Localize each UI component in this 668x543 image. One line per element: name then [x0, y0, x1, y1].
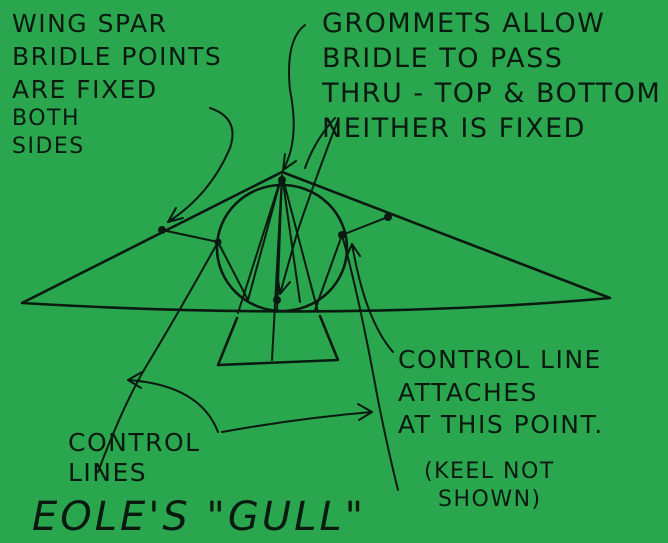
note-line: THRU - TOP & BOTTOM — [322, 76, 661, 111]
note-control-line-attach: CONTROL LINE ATTACHES AT THIS POINT. — [398, 344, 604, 442]
note-line: BRIDLE TO PASS — [322, 41, 661, 76]
note-line: CONTROL — [68, 428, 201, 458]
note-line: BOTH — [12, 106, 222, 131]
note-line: WING SPAR — [12, 10, 222, 39]
kite-tail — [218, 316, 338, 365]
note-line: SIDES — [12, 134, 222, 159]
note-line: (KEEL NOT — [424, 458, 555, 486]
note-line: ATTACHES — [398, 377, 604, 410]
note-control-lines: CONTROL LINES — [68, 428, 201, 488]
note-line: BRIDLE POINTS — [12, 43, 222, 72]
arrowhead-wing-spar — [168, 208, 183, 222]
kite-struts — [238, 175, 318, 360]
note-line: CONTROL LINE — [398, 344, 604, 377]
note-line: SHOWN) — [438, 486, 555, 514]
note-grommets: GROMMETS ALLOW BRIDLE TO PASS THRU - TOP… — [322, 6, 661, 146]
diagram-title: EOLE'S "GULL" — [32, 494, 366, 540]
grommet-bottom — [273, 296, 281, 304]
note-line: LINES — [68, 458, 201, 488]
note-line: AT THIS POINT. — [398, 409, 604, 442]
note-line: NEITHER IS FIXED — [322, 111, 661, 146]
note-wing-spar: WING SPAR BRIDLE POINTS ARE FIXED BOTH S… — [12, 10, 222, 159]
control-line-right — [342, 235, 398, 490]
grommet-top — [278, 176, 286, 184]
arrow-control-lines-right — [222, 412, 372, 432]
arrow-grommet-top — [283, 25, 305, 170]
note-line: GROMMETS ALLOW — [322, 6, 661, 41]
note-keel-not-shown: (KEEL NOT SHOWN) — [424, 458, 555, 513]
note-line: ARE FIXED — [12, 76, 222, 105]
